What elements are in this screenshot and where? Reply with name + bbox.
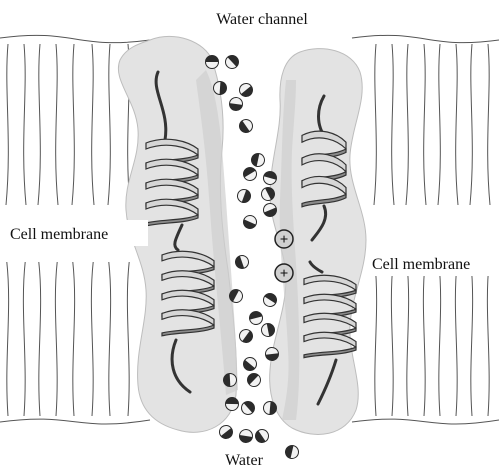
membrane-line (423, 262, 425, 416)
membrane-line (24, 44, 26, 205)
membrane-line (455, 262, 457, 416)
membrane-line (406, 44, 408, 205)
water-molecule (241, 355, 259, 373)
water-molecule (239, 429, 254, 444)
membrane-line (23, 262, 25, 416)
membrane-line (392, 44, 394, 205)
membrane-line (456, 44, 458, 205)
membrane-line (109, 262, 111, 416)
membrane-line (108, 44, 110, 205)
water-molecule (229, 97, 244, 112)
membrane-line (127, 262, 129, 416)
water-molecule (241, 213, 258, 230)
membrane-line (424, 44, 426, 205)
water-molecule (239, 399, 257, 417)
membrane-line (73, 262, 75, 416)
label-water: Water (225, 452, 263, 469)
membrane-boundary-bottom (0, 419, 150, 424)
label-cell-membrane-left: Cell membrane (10, 226, 108, 243)
water-molecule (213, 81, 227, 95)
water-molecule (206, 56, 219, 69)
water-molecule (241, 165, 259, 183)
membrane-line (374, 44, 376, 205)
membrane-line (407, 262, 409, 416)
membrane-boundary-top (0, 35, 150, 42)
membrane-right-lines (352, 35, 499, 424)
water-molecule (234, 254, 251, 271)
water-molecule (260, 322, 275, 337)
water-molecule (263, 401, 277, 415)
membrane-line (471, 262, 473, 416)
water-molecule (223, 53, 241, 71)
water-molecule (253, 427, 271, 445)
membrane-line (6, 44, 8, 205)
membrane-line (55, 262, 57, 416)
water-molecule (217, 423, 235, 441)
membrane-line (470, 44, 472, 205)
water-molecule (261, 291, 279, 309)
water-molecule (248, 310, 264, 326)
membrane-line (92, 44, 94, 205)
membrane-line (72, 44, 74, 205)
membrane-line (391, 262, 393, 416)
membrane-line (375, 262, 377, 416)
water-molecule (225, 397, 238, 410)
positive-ion: + (275, 264, 293, 282)
water-molecule (237, 327, 255, 345)
membrane-line (38, 44, 40, 205)
water-oxygen-half (220, 82, 227, 95)
water-molecule (284, 444, 300, 460)
membrane-line (439, 262, 441, 416)
membrane-line (487, 262, 489, 416)
water-molecule (223, 373, 237, 387)
water-molecule (237, 81, 255, 99)
membrane-line (56, 44, 58, 205)
membrane-boundary-bottom (352, 419, 499, 424)
label-water-channel: Water channel (216, 11, 308, 28)
ion-symbol: + (280, 232, 289, 248)
water-molecule (237, 117, 255, 135)
membrane-line (7, 262, 9, 416)
membrane-boundary-top (352, 35, 499, 42)
positive-ion: + (275, 230, 293, 248)
water-molecule (250, 152, 265, 167)
membrane-line (39, 262, 41, 416)
ion-symbol: + (280, 266, 289, 282)
water-molecule (236, 188, 253, 205)
label-cell-membrane-right: Cell membrane (372, 256, 470, 273)
water-molecule (245, 371, 263, 389)
membrane-line (488, 44, 490, 205)
membrane-line (438, 44, 440, 205)
membrane-line (91, 262, 93, 416)
